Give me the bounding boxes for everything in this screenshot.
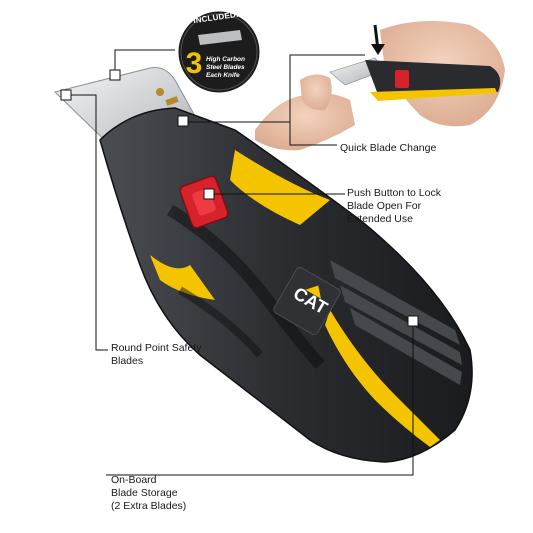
blade-count: 3 bbox=[185, 47, 203, 80]
callout-on-board-storage: On-Board Blade Storage (2 Extra Blades) bbox=[111, 474, 187, 512]
callout-round-point-blades: Round Point Safety Blades bbox=[111, 342, 202, 367]
callout-leaders bbox=[60, 49, 419, 476]
hands-changing-blade-photo bbox=[255, 21, 505, 151]
knife-body bbox=[99, 107, 473, 463]
blade-description: High Carbon Steel Blades Each Knife bbox=[206, 56, 245, 79]
callout-quick-blade-change: Quick Blade Change bbox=[340, 142, 437, 154]
callout-push-button-lock: Push Button to Lock Blade Open For Exten… bbox=[347, 187, 441, 225]
blades-included-badge bbox=[175, 8, 263, 96]
cat-logo: CAT bbox=[273, 266, 341, 336]
